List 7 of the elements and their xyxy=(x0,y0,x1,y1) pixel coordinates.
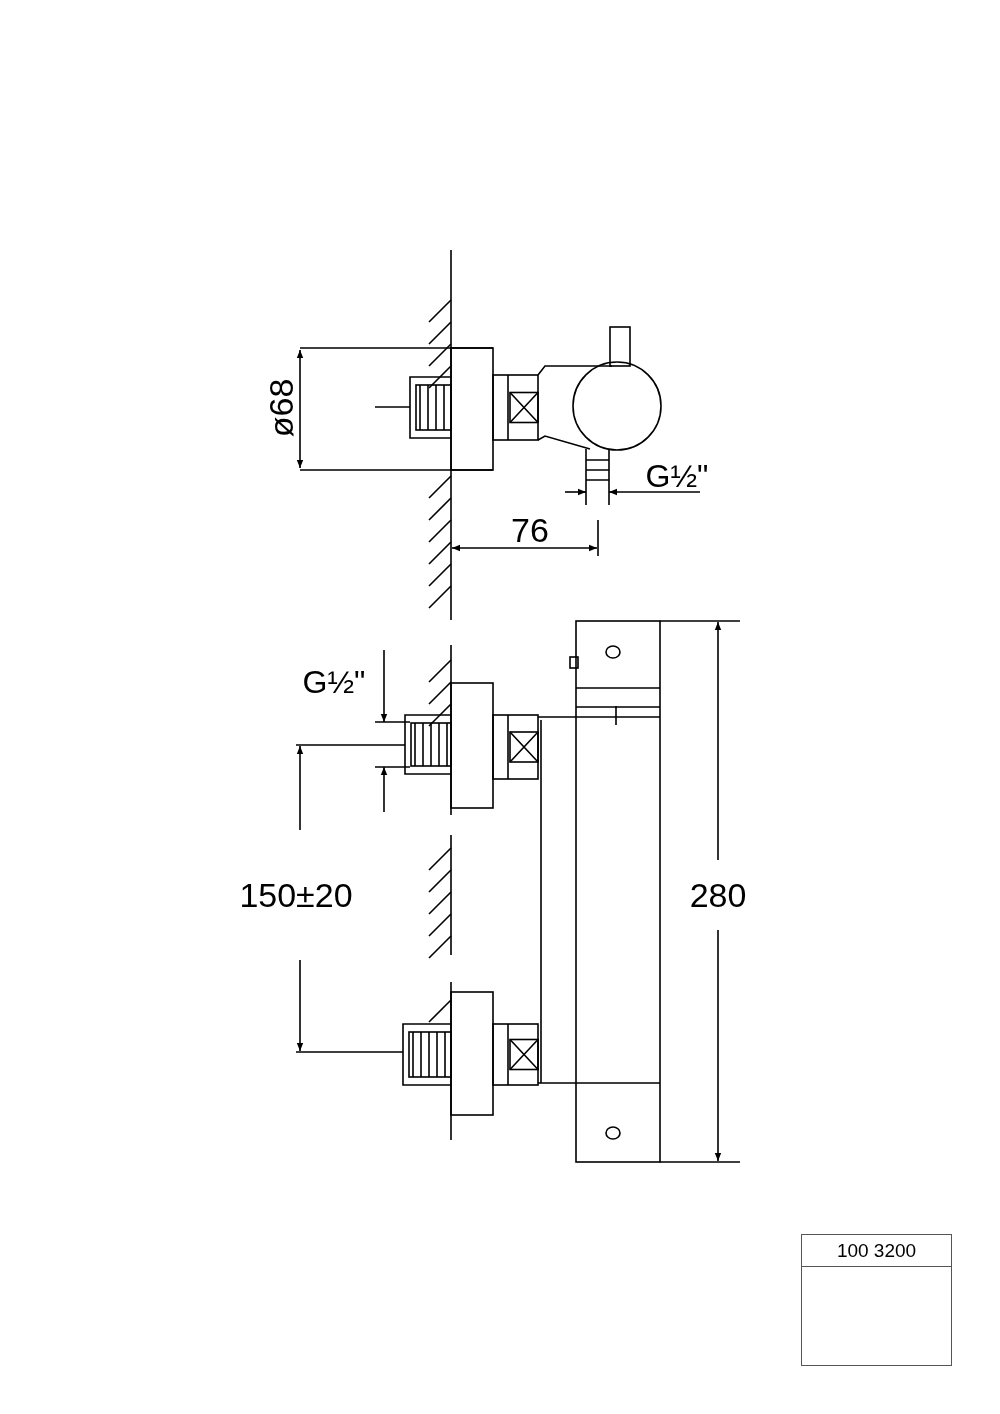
dimension-label: 150±20 xyxy=(239,878,353,912)
dimension-label: 280 xyxy=(689,878,747,912)
article-number: 100 3200 xyxy=(836,1241,917,1260)
dimension-label: G½" xyxy=(645,460,709,492)
dimension-label: ø68 xyxy=(264,378,298,438)
dimension-label: 76 xyxy=(511,513,549,547)
dimension-label: G½" xyxy=(302,666,366,698)
